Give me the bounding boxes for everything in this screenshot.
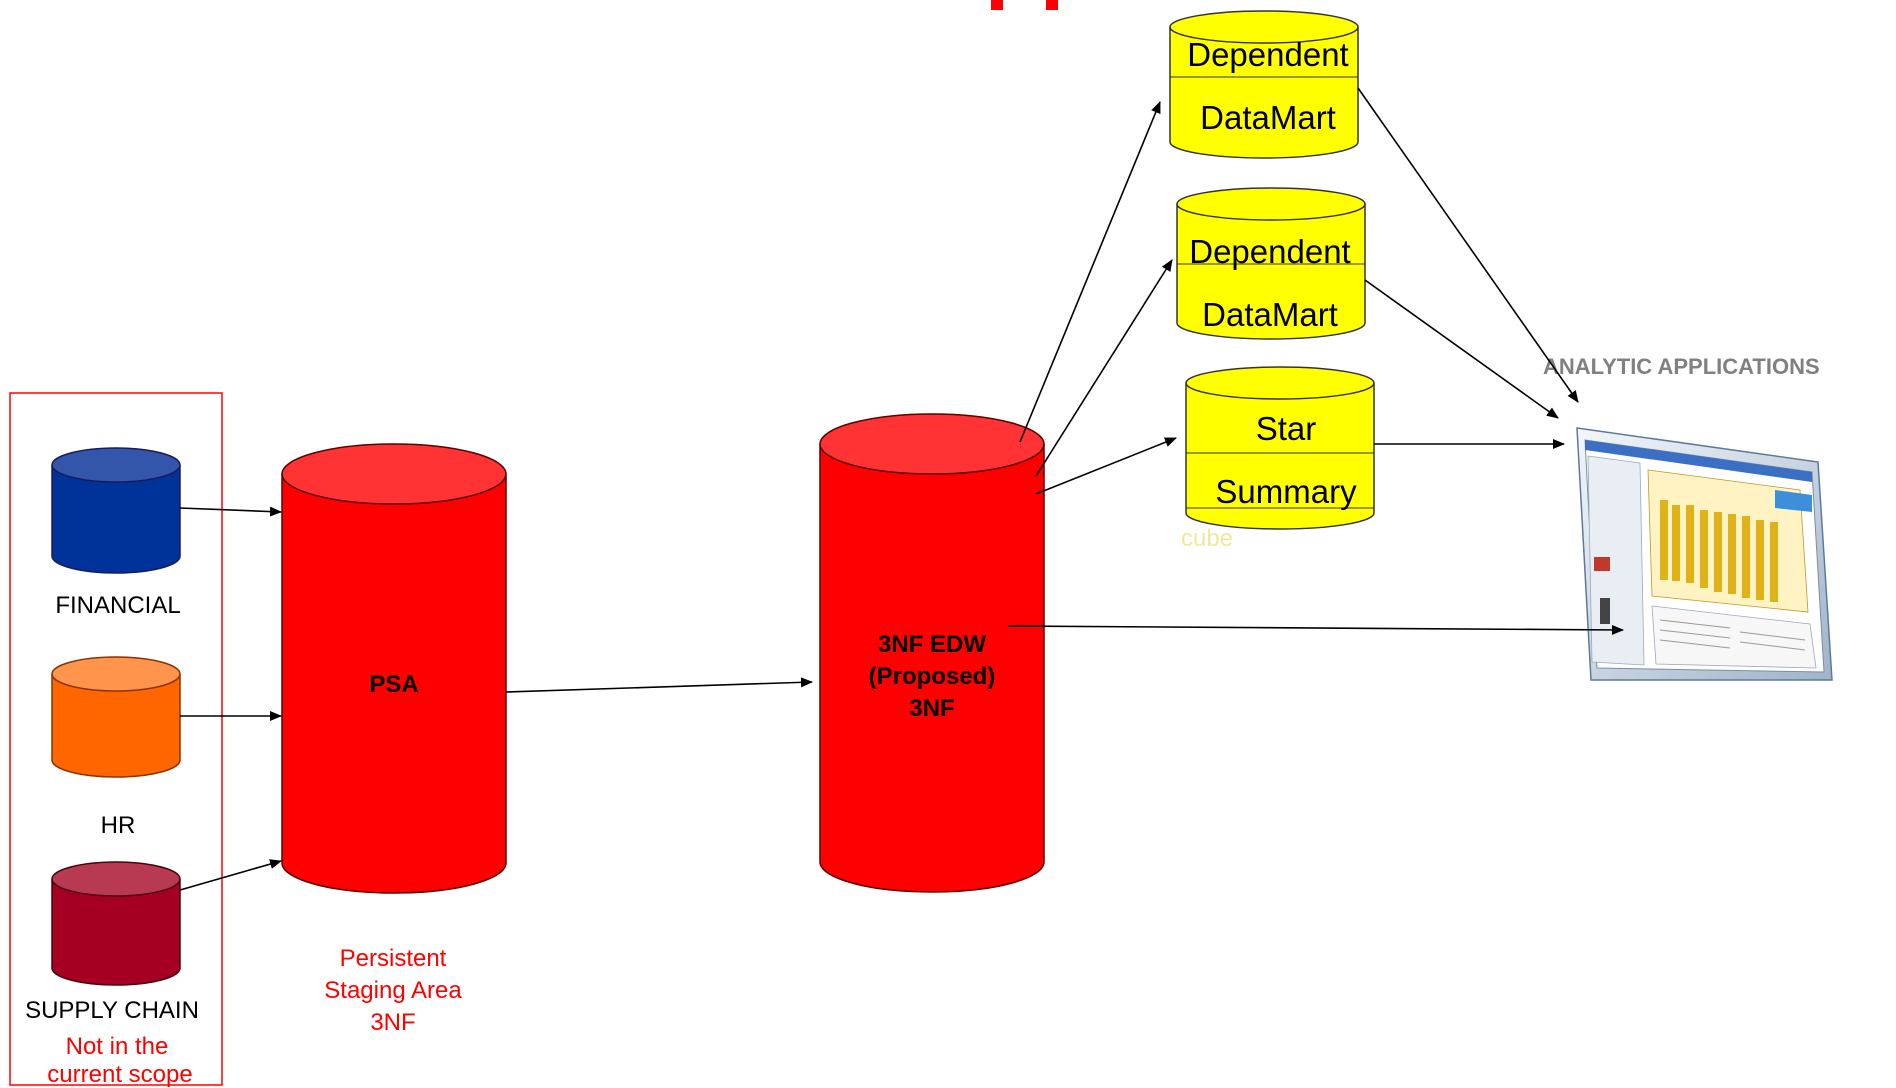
financial-source-cylinder[interactable] — [51, 447, 181, 574]
arrow-psa-to-edw — [505, 677, 813, 693]
arrow-datamart-1-to-analytic — [1357, 87, 1579, 403]
datamart-2-line1: Dependent — [1189, 233, 1350, 270]
edw-label-line1: 3NF EDW — [878, 631, 986, 658]
hr-source-cylinder[interactable] — [51, 656, 181, 778]
psa-cylinder[interactable] — [281, 443, 507, 894]
arrow-datamart-2-to-analytic — [1364, 279, 1559, 419]
edw-cylinder[interactable] — [819, 413, 1045, 893]
arrow-edw-to-datamart-2 — [1035, 259, 1173, 477]
supply-chain-source-cylinder[interactable] — [51, 861, 181, 986]
cropped-title-fragment — [991, 0, 1058, 10]
arrow-edw-to-datamart-1 — [1019, 101, 1161, 443]
star-summary-cylinder[interactable] — [1185, 366, 1375, 530]
psa-caption-line1: Persistent — [340, 945, 447, 972]
star-summary-line2: Summary — [1215, 473, 1357, 510]
datamart-1-line2: DataMart — [1200, 99, 1336, 136]
scope-note-line1: Not in the — [66, 1033, 169, 1060]
out-of-scope-box — [9, 392, 223, 1086]
arrow-edw-to-analytic — [1007, 624, 1624, 635]
application-screenshot-icon[interactable] — [1576, 427, 1833, 681]
arrow-supply-chain-to-psa — [179, 859, 282, 891]
financial-label: FINANCIAL — [55, 592, 180, 619]
analytic-applications-label: ANALYTIC APPLICATIONS — [1543, 354, 1820, 379]
edw-label-line2: (Proposed) — [869, 663, 996, 690]
dependent-datamart-1-cylinder[interactable] — [1169, 10, 1359, 159]
arrow-financial-to-psa — [179, 506, 282, 517]
psa-caption-line2: Staging Area — [324, 977, 462, 1004]
arrow-edw-to-star-summary — [1035, 437, 1177, 495]
hr-label: HR — [101, 812, 136, 839]
psa-label: PSA — [369, 671, 418, 698]
cube-note: cube — [1181, 525, 1233, 552]
star-summary-line1: Star — [1256, 410, 1317, 447]
dependent-datamart-2-cylinder[interactable] — [1176, 187, 1366, 340]
scope-note-line2: current scope — [47, 1061, 192, 1088]
datamart-1-line1: Dependent — [1187, 36, 1348, 73]
datamart-2-line2: DataMart — [1202, 296, 1338, 333]
edw-label-line3: 3NF — [909, 695, 954, 722]
supply-chain-label: SUPPLY CHAIN — [25, 997, 199, 1024]
psa-caption-line3: 3NF — [370, 1009, 415, 1036]
